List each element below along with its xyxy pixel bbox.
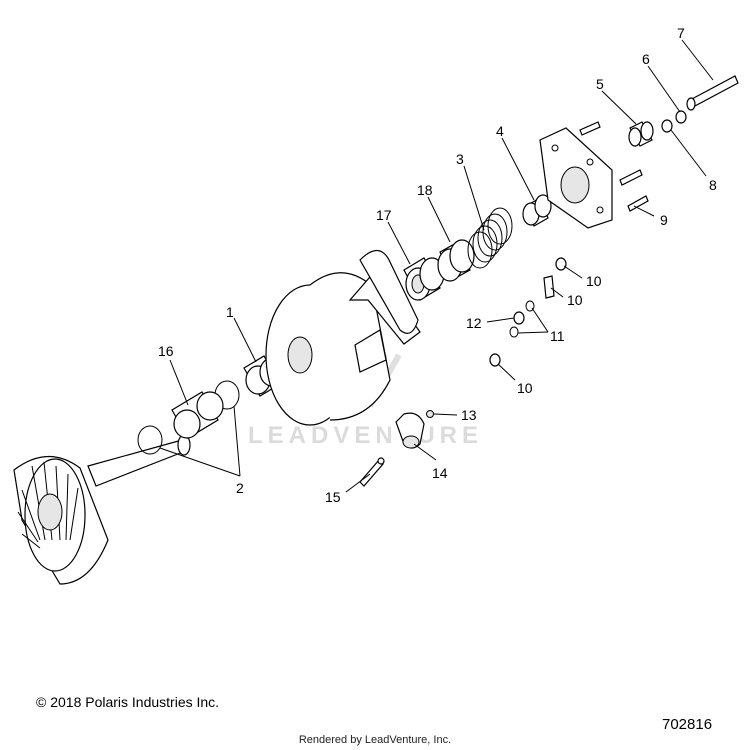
part-13-bushing bbox=[513, 311, 525, 325]
callout-labels: 7 6 5 8 9 4 3 18 17 10 10 12 11 10 13 14… bbox=[158, 25, 717, 505]
part-17-bushing bbox=[171, 391, 224, 439]
callout-10-upper: 10 bbox=[586, 273, 602, 289]
part-10-roller-b bbox=[489, 353, 501, 367]
callout-1: 1 bbox=[226, 304, 234, 320]
callout-11: 10 bbox=[567, 292, 583, 308]
part-9-bolt bbox=[627, 195, 649, 212]
callout-2: 2 bbox=[236, 480, 244, 496]
diagram-number: 702816 bbox=[662, 716, 713, 733]
callout-12: 11 bbox=[550, 328, 565, 344]
leadventure-watermark: LEADVENTURE bbox=[248, 353, 483, 449]
part-14-nut bbox=[426, 410, 434, 418]
bolt-mid bbox=[619, 169, 643, 186]
callout-15: 14 bbox=[432, 465, 448, 481]
callout-3: 3 bbox=[456, 151, 464, 167]
callout-8: 8 bbox=[709, 177, 717, 193]
watermark-text: LEADVENTURE bbox=[248, 422, 483, 449]
part-3-spring bbox=[467, 207, 513, 269]
part-12-washer-b bbox=[509, 326, 519, 338]
callout-5: 5 bbox=[596, 76, 604, 92]
copyright-notice: © 2018 Polaris Industries Inc. bbox=[36, 694, 220, 710]
callout-16: 15 bbox=[325, 489, 341, 505]
part-19-bushing bbox=[437, 239, 475, 282]
cover-plate bbox=[539, 127, 613, 229]
leader-lines bbox=[159, 39, 714, 493]
part-6-washer bbox=[675, 110, 687, 124]
part-10-roller-a bbox=[555, 257, 567, 271]
callout-4: 4 bbox=[496, 123, 504, 139]
moveable-sheave bbox=[265, 249, 421, 426]
bolt-upper bbox=[579, 121, 601, 136]
part-12-washer-a bbox=[525, 300, 535, 312]
callout-10-lower: 10 bbox=[517, 380, 533, 396]
callout-9: 9 bbox=[660, 212, 668, 228]
part-2-ring-a bbox=[137, 425, 163, 455]
callout-7: 7 bbox=[677, 25, 685, 41]
drive-shaft-assembly bbox=[13, 434, 191, 585]
callout-6: 6 bbox=[642, 51, 650, 67]
part-5-spacer bbox=[628, 121, 654, 147]
callout-19: 18 bbox=[417, 182, 433, 198]
callout-13: 12 bbox=[466, 315, 482, 331]
render-credit: Rendered by LeadVenture, Inc. bbox=[298, 734, 452, 746]
part-7-bolt bbox=[686, 75, 739, 111]
callout-14: 13 bbox=[461, 407, 477, 423]
part-4-bushing bbox=[522, 194, 552, 227]
part-16-pin bbox=[359, 457, 385, 487]
part-11-pin bbox=[543, 275, 555, 299]
callout-17: 16 bbox=[158, 343, 174, 359]
callout-18: 17 bbox=[376, 207, 392, 223]
part-8-washer bbox=[661, 119, 673, 133]
